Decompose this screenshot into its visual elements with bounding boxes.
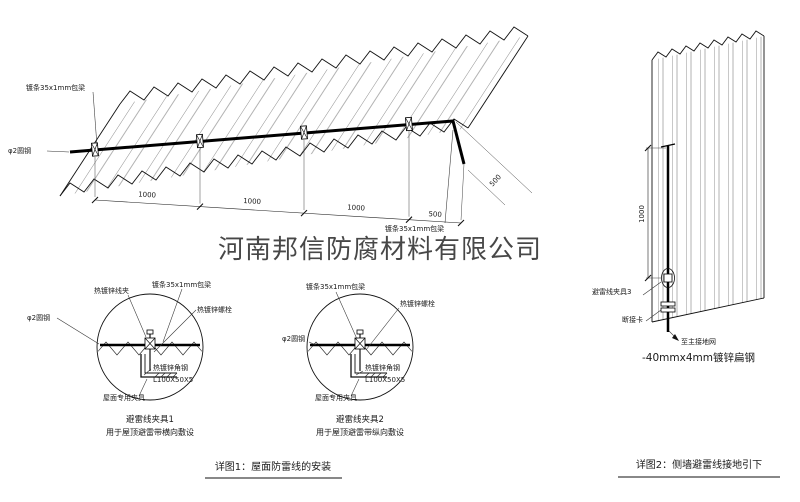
d2-label-angle-steel: 热镀锌角钢 <box>365 363 400 372</box>
detail-1-subtitle: 用于屋顶避雷带横向敷设 <box>106 427 194 437</box>
wire-clamp <box>405 116 413 132</box>
extension-line <box>467 169 506 206</box>
dimension-line <box>94 199 462 224</box>
wall-dim-1000: 1000 <box>638 205 646 223</box>
detail-2-title: 避雷线夹具2 <box>336 414 384 425</box>
d1-label-round-steel: φ2圆钢 <box>27 313 50 322</box>
conductor-top-tick <box>660 143 676 148</box>
label-flat-steel: -40mmx4mm镀锌扁钢 <box>642 351 755 364</box>
label-strip-bottom: 镀条35x1mm包梁 <box>385 224 444 233</box>
label-clamp-3: 避雷线夹具3 <box>592 287 631 296</box>
corrugated-wall <box>652 36 764 322</box>
d1-label-bolt: 热镀锌螺栓 <box>197 305 232 314</box>
d1-label-wire-clip: 热镀锌线夹 <box>94 286 129 295</box>
leader-line <box>92 91 98 147</box>
d1-label-angle-spec: L100X50X5 <box>153 376 193 384</box>
dim-spacing-3: 1000 <box>347 203 365 212</box>
leader-line <box>46 150 70 153</box>
dim-spacing-1: 1000 <box>138 190 156 199</box>
wall-top-profile <box>651 30 765 61</box>
break-card-plate <box>660 301 676 307</box>
d2-label-strip: 镀条35x1mm包梁 <box>306 282 365 291</box>
label-break-card: 断接卡 <box>622 315 643 324</box>
dim-spacing-4: 500 <box>428 210 442 219</box>
detail-1-clamp-drawing: 热镀锌线夹 镀条35x1mm包梁 热镀锌螺栓 φ2圆钢 热镀锌角钢 L100X5… <box>27 280 232 437</box>
label-strip-top: 镀条35x1mm包梁 <box>26 83 85 92</box>
detail-1-title: 避雷线夹具1 <box>126 414 174 425</box>
d1-label-strip: 镀条35x1mm包梁 <box>152 280 211 289</box>
d1-label-angle-steel: 热镀锌角钢 <box>153 363 188 372</box>
roof-ridge-profile <box>119 26 529 105</box>
leader-line <box>444 129 454 224</box>
dim-spacing-2: 1000 <box>243 197 261 206</box>
detail-2-subtitle: 用于屋顶避雷带纵向敷设 <box>316 427 404 437</box>
wire-clamp <box>91 142 99 157</box>
d2-label-bolt: 热镀锌螺栓 <box>400 299 435 308</box>
corrugated-roof-sheet <box>60 36 528 196</box>
caption-detail-1: 详图1：屋面防雷线的安装 <box>215 460 331 473</box>
wall-bottom-edge <box>651 297 765 323</box>
label-round-steel: φ2圆钢 <box>8 146 31 155</box>
wire-clamp <box>300 125 308 140</box>
ground-arrowhead <box>672 334 679 341</box>
d2-label-angle-spec: L100X50X5 <box>365 376 405 384</box>
d2-label-round-steel: φ2圆钢 <box>282 334 305 343</box>
wire-clamp <box>196 133 204 149</box>
extension-line <box>455 121 533 194</box>
captions: 详图1：屋面防雷线的安装 详图2：侧墙避雷线接地引下 <box>205 458 780 479</box>
detail-2-clamp-drawing: 镀条35x1mm包梁 热镀锌螺栓 φ2圆钢 热镀锌角钢 L100X50X5 屋面… <box>282 282 435 437</box>
company-watermark: 河南邦信防腐材料有限公司 <box>218 235 542 265</box>
d2-label-roof-clamp: 屋面专用夹具 <box>315 393 357 402</box>
roof-eave-profile <box>59 118 469 197</box>
roof-right-edge <box>467 35 529 129</box>
break-card-plate <box>660 307 676 313</box>
label-to-ground: 至主接地网 <box>681 337 716 346</box>
dim-down-lead: 500 <box>488 173 503 188</box>
d1-label-roof-clamp: 屋面专用夹具 <box>103 393 145 402</box>
roof-isometric-drawing: 1000 1000 1000 500 500 镀条35x1mm包梁 φ2圆钢 镀… <box>8 26 533 233</box>
caption-detail-2: 详图2：侧墙避雷线接地引下 <box>636 458 762 471</box>
wall-downlead-drawing: 1000 避雷线夹具3 断接卡 至主接地网 -40mmx4mm镀锌扁钢 <box>592 30 765 364</box>
wall-clamp-plate <box>663 273 673 283</box>
extension-line <box>460 163 465 221</box>
